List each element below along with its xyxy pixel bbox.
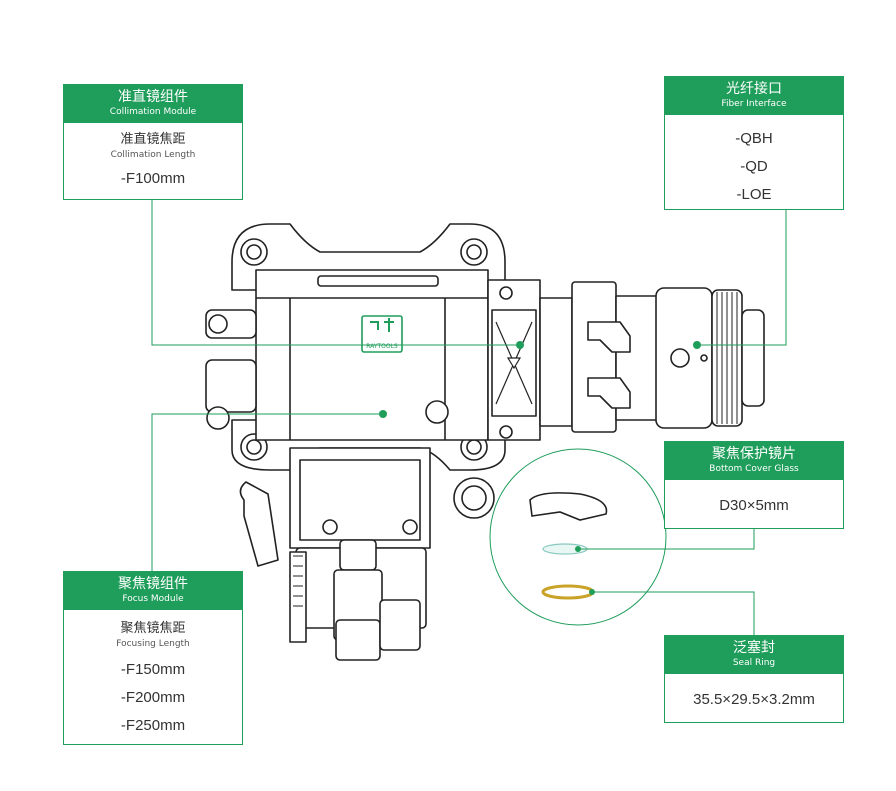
cover-glass-title: 聚焦保护镜片: [712, 446, 796, 462]
focus-item: -F150mm: [120, 661, 186, 678]
left-fitting: [205, 359, 257, 413]
cover-glass-value: D30×5mm: [719, 497, 789, 514]
focus-sub-en: Focusing Length: [116, 639, 190, 649]
fiber-title: 光纤接口: [726, 81, 782, 97]
fiber-card: 光纤接口 Fiber Interface -QBH -QD -LOE: [664, 76, 844, 210]
fiber-adapter: [571, 281, 617, 433]
focus-sub: 聚焦镜焦距: [120, 621, 186, 636]
logo-mark: RAYTOOLS: [361, 315, 403, 353]
focus-header: 聚焦镜组件 Focus Module: [64, 572, 242, 610]
cover-glass-header: 聚焦保护镜片 Bottom Cover Glass: [665, 442, 843, 480]
seal-value: 35.5×29.5×3.2mm: [693, 691, 815, 708]
fiber-header: 光纤接口 Fiber Interface: [665, 77, 843, 115]
focus-item: -F200mm: [120, 689, 186, 706]
leader-fiber: [697, 209, 787, 346]
cover-glass-title-en: Bottom Cover Glass: [709, 464, 799, 474]
collimation-sub: 准直镜焦距: [120, 132, 186, 147]
collimation-header: 准直镜组件 Collimation Module: [64, 85, 242, 123]
fiber-cap: [741, 309, 765, 407]
seal-title-en: Seal Ring: [732, 658, 776, 668]
collimation-title: 准直镜组件: [118, 89, 188, 105]
logo-text: RAYTOOLS: [366, 343, 398, 350]
focus-card: 聚焦镜组件 Focus Module 聚焦镜焦距 Focusing Length…: [63, 571, 243, 745]
seal-title: 泛塞封: [733, 640, 775, 656]
leader-focus: [151, 413, 383, 572]
focus-title-en: Focus Module: [122, 594, 184, 604]
fiber-item: -QD: [740, 158, 768, 175]
seal-card: 泛塞封 Seal Ring 35.5×29.5×3.2mm: [664, 635, 844, 723]
lens-holder: [529, 492, 608, 521]
seal-header: 泛塞封 Seal Ring: [665, 636, 843, 674]
fiber-item: -LOE: [736, 186, 772, 203]
leader-collimation: [151, 199, 520, 346]
nozzle-fitting: [339, 539, 377, 571]
focus-item: -F250mm: [120, 717, 186, 734]
fiber-title-en: Fiber Interface: [721, 99, 787, 109]
collimation-title-en: Collimation Module: [109, 107, 197, 117]
collimation-sub-en: Collimation Length: [110, 150, 196, 160]
collimation-item: -F100mm: [120, 170, 186, 187]
body-screw: [425, 400, 449, 424]
inset-circle: [489, 448, 667, 626]
fitting: [587, 377, 631, 409]
fiber-item: -QBH: [735, 130, 773, 147]
focus-fitting-left: [239, 481, 279, 567]
focus-title: 聚焦镜组件: [118, 576, 188, 592]
nozzle-base: [335, 619, 381, 661]
fitting: [587, 321, 631, 353]
collimation-card: 准直镜组件 Collimation Module 准直镜焦距 Collimati…: [63, 84, 243, 200]
leader-cover-glass: [578, 528, 755, 550]
cover-glass-card: 聚焦保护镜片 Bottom Cover Glass D30×5mm: [664, 441, 844, 529]
leader-seal: [592, 591, 755, 636]
